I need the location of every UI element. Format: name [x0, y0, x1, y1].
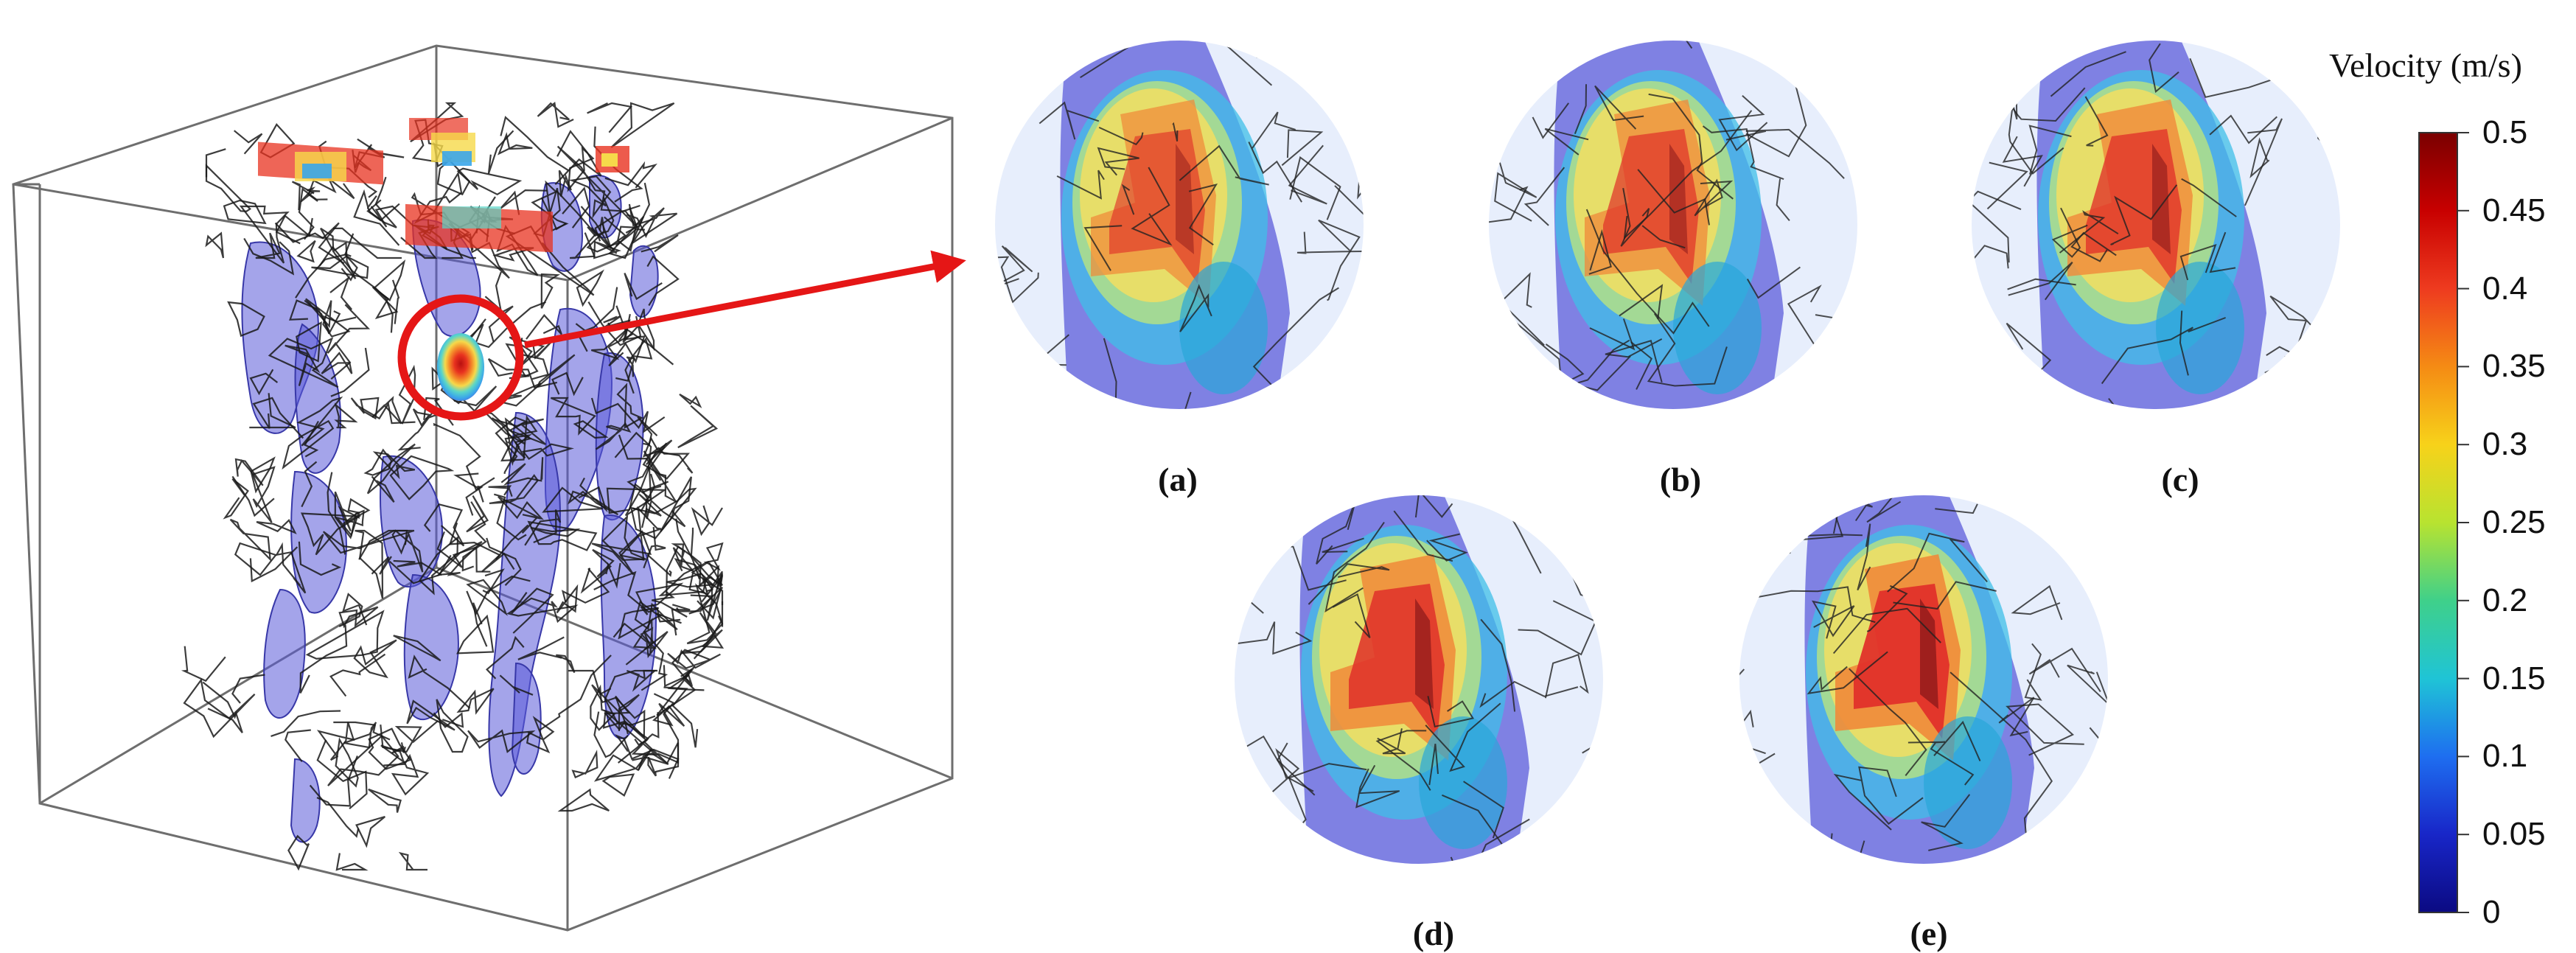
panel-label: (b)	[1659, 461, 1702, 498]
colorbar-tick-label: 0.05	[2482, 816, 2546, 853]
colorbar-title: Velocity (m/s)	[2329, 46, 2522, 84]
velocity-lobe	[1179, 262, 1268, 394]
colorbar-ticks	[2457, 132, 2469, 913]
colorbar-tick-label: 0	[2482, 894, 2501, 930]
high-velocity-regions	[258, 118, 629, 401]
zoom-arrow	[524, 250, 966, 349]
velocity-core-dark	[1415, 598, 1434, 709]
zoom-wireframe	[1739, 495, 2108, 864]
velocity-core-dark	[1669, 144, 1688, 254]
colorbar	[2418, 132, 2458, 913]
panel-label: (e)	[1910, 915, 1948, 952]
colorbar-tick-label: 0.35	[2482, 348, 2546, 385]
colorbar-tick-label: 0.1	[2482, 738, 2528, 775]
colorbar-tick-label: 0.25	[2482, 504, 2546, 540]
zoom-panel	[1235, 495, 1603, 864]
zoom-panels	[995, 41, 2340, 864]
velocity-core-dark	[2152, 144, 2171, 254]
colorbar-tick-label: 0.45	[2482, 192, 2546, 228]
zoom-panel	[1489, 41, 1857, 409]
colorbar-tick-label: 0.5	[2482, 114, 2528, 150]
colorbar-tick-label: 0.2	[2482, 582, 2528, 618]
panel-label: (c)	[2161, 461, 2199, 498]
highlight-circle	[397, 294, 524, 421]
velocity-lobe	[1673, 262, 1762, 394]
zoom-panel	[1972, 41, 2340, 409]
zoom-panel	[1739, 495, 2108, 864]
bounding-box	[12, 44, 954, 932]
zoom-panel	[995, 41, 1364, 409]
velocity-lobe	[1419, 716, 1507, 849]
colorbar-tick-label: 0.15	[2482, 660, 2546, 697]
panel-label: (a)	[1158, 461, 1198, 498]
panel-label: (d)	[1412, 915, 1455, 952]
colorbar-tick-label: 0.4	[2482, 270, 2528, 307]
colorbar-tick-label: 0.3	[2482, 426, 2528, 463]
velocity-lobe	[1924, 716, 2012, 849]
